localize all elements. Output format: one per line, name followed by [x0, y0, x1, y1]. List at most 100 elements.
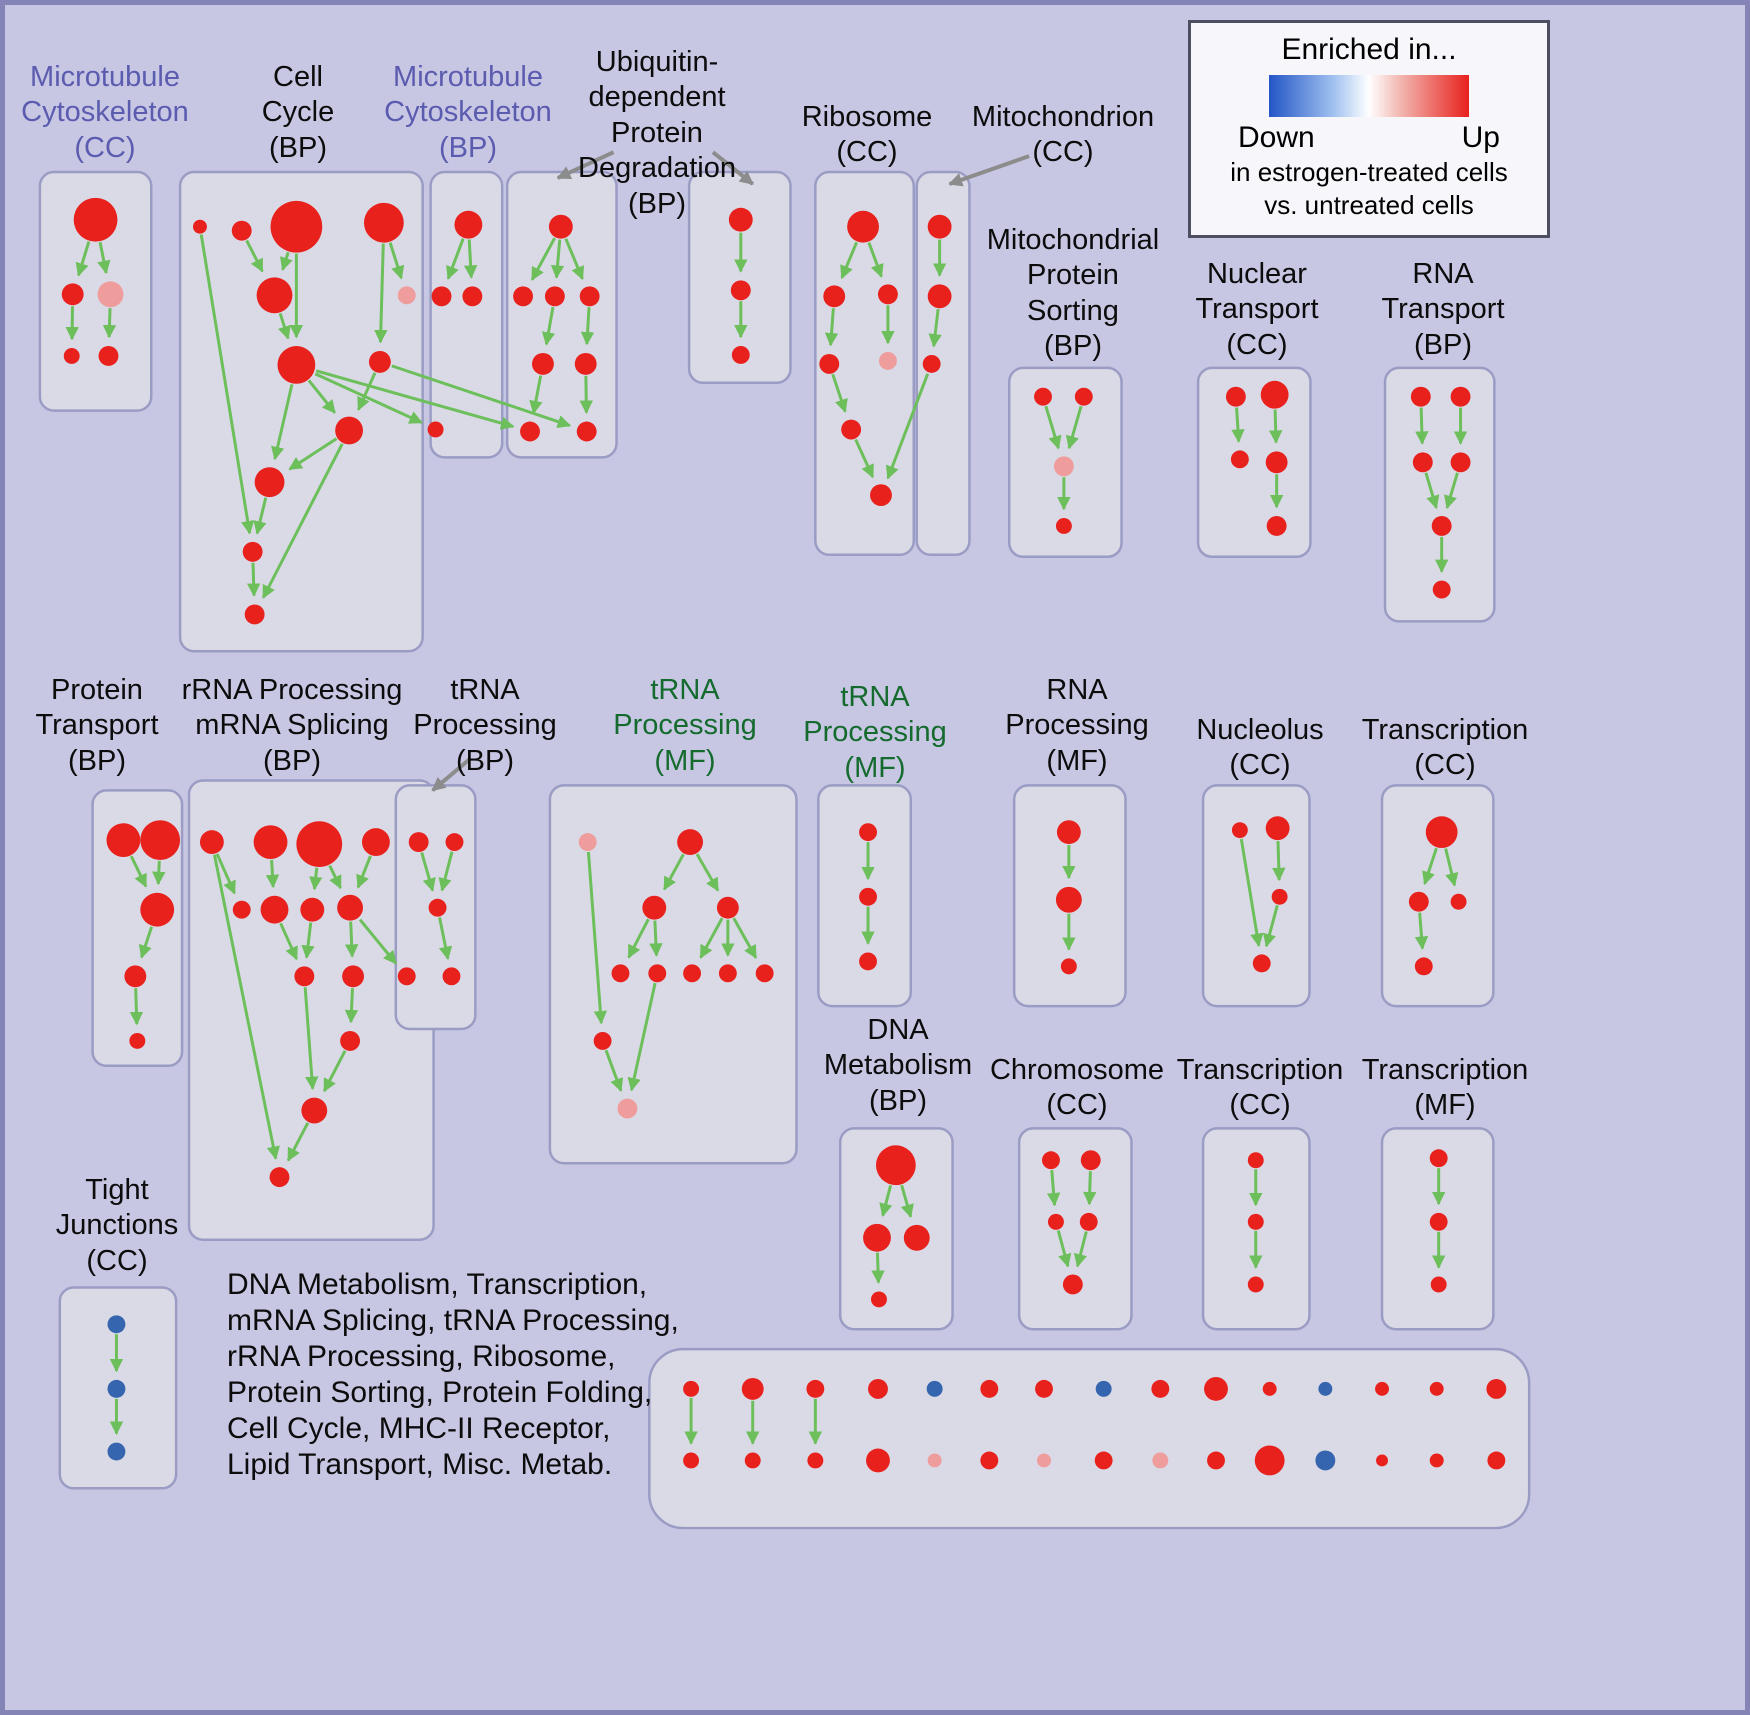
- go-node-red: [1247, 1213, 1264, 1230]
- go-node-red: [1055, 886, 1082, 913]
- edge: [541, 306, 556, 346]
- go-node-red: [1414, 957, 1433, 976]
- edge: [357, 372, 377, 411]
- go-node-red: [1430, 1276, 1447, 1293]
- cross-edge: [315, 369, 515, 430]
- edge: [463, 239, 478, 279]
- edge: [1272, 841, 1286, 882]
- go-node-pink: [617, 1098, 638, 1119]
- go-node-red: [442, 967, 461, 986]
- go-node-red: [544, 286, 565, 307]
- go-node-red: [254, 467, 285, 498]
- edge: [65, 306, 79, 341]
- go-node-red: [1429, 1381, 1444, 1396]
- edge: [695, 853, 720, 892]
- go-node-red: [716, 896, 739, 919]
- go-node-red: [1450, 452, 1471, 473]
- go-node-red: [1247, 1276, 1264, 1293]
- go-node-red: [648, 964, 667, 983]
- go-node-red: [1265, 816, 1290, 841]
- edge: [530, 237, 556, 281]
- go-node-red: [1408, 891, 1429, 912]
- go-node-pink: [1152, 1452, 1169, 1469]
- go-node-red: [611, 964, 630, 983]
- edge: [1268, 409, 1283, 444]
- go-node-red: [520, 421, 540, 442]
- edge: [344, 988, 359, 1024]
- cross-edge: [391, 364, 572, 429]
- go-node-red: [1047, 1213, 1064, 1230]
- edge: [662, 853, 685, 891]
- edge: [824, 308, 839, 347]
- go-node-red: [922, 354, 941, 373]
- edge: [75, 241, 91, 277]
- go-node-red: [253, 825, 288, 859]
- edge: [199, 234, 255, 535]
- edge: [420, 852, 436, 892]
- go-node-red: [1035, 1379, 1053, 1398]
- go-node-red: [1231, 822, 1248, 839]
- edge: [288, 437, 338, 471]
- go-node-red: [73, 197, 118, 242]
- nodes-layer: [61, 197, 1507, 1476]
- edge: [580, 307, 595, 346]
- cross-edge: [885, 373, 930, 480]
- go-node-red: [807, 1452, 824, 1469]
- edge: [1239, 838, 1264, 948]
- go-node-red: [427, 421, 444, 438]
- go-node-red: [431, 286, 452, 307]
- edge: [212, 854, 280, 1160]
- go-node-red: [683, 964, 702, 983]
- legend-down-up-row: Down Up: [1238, 121, 1500, 155]
- go-node-red: [124, 965, 147, 988]
- go-node-red: [731, 346, 750, 364]
- go-node-red: [1247, 1152, 1264, 1169]
- edge: [356, 855, 372, 889]
- edge: [699, 917, 724, 959]
- edge: [604, 1049, 624, 1093]
- go-node-red: [841, 419, 862, 440]
- go-node-pink: [1037, 1453, 1051, 1468]
- edge: [840, 241, 858, 280]
- go-node-red: [1429, 1453, 1444, 1468]
- go-node-red: [1230, 450, 1249, 469]
- edge: [1422, 847, 1438, 886]
- edge: [271, 383, 294, 461]
- go-node-red: [362, 828, 390, 857]
- go-node-red: [741, 1377, 764, 1400]
- edge: [303, 987, 319, 1091]
- edge: [900, 1184, 914, 1219]
- go-node-red: [98, 346, 119, 366]
- cluster-box-chromosome-cc: [1017, 1127, 1133, 1331]
- edge: [1263, 905, 1279, 948]
- edge: [129, 988, 144, 1026]
- edge: [438, 851, 454, 892]
- go-node-blue: [107, 1379, 126, 1398]
- legend: Enriched in... Down Up in estrogen-treat…: [1188, 20, 1550, 238]
- go-node-blue: [926, 1380, 943, 1397]
- cross-edge: [358, 918, 397, 965]
- edges-layer: [65, 232, 1468, 1445]
- go-node-red: [1262, 1381, 1277, 1396]
- edge: [309, 867, 323, 891]
- cluster-box-transcription-cc-1: [1380, 784, 1495, 1008]
- edge: [261, 443, 344, 599]
- go-node-red: [642, 895, 667, 920]
- legend-gradient-bar: [1269, 75, 1469, 117]
- go-node-red: [199, 830, 224, 855]
- go-node-red: [1425, 816, 1458, 849]
- go-node-red: [1450, 893, 1467, 910]
- go-node-red: [193, 219, 207, 234]
- edge: [102, 308, 117, 339]
- edge: [265, 859, 280, 889]
- legend-subtitle-2: vs. untreated cells: [1264, 190, 1474, 220]
- go-node-red: [270, 200, 323, 253]
- go-node-red: [870, 484, 892, 507]
- legend-up-label: Up: [1461, 121, 1500, 154]
- go-node-red: [868, 1378, 888, 1399]
- edge: [867, 242, 884, 278]
- go-node-red: [1429, 1149, 1448, 1168]
- go-node-red: [755, 964, 774, 983]
- edge: [446, 238, 465, 280]
